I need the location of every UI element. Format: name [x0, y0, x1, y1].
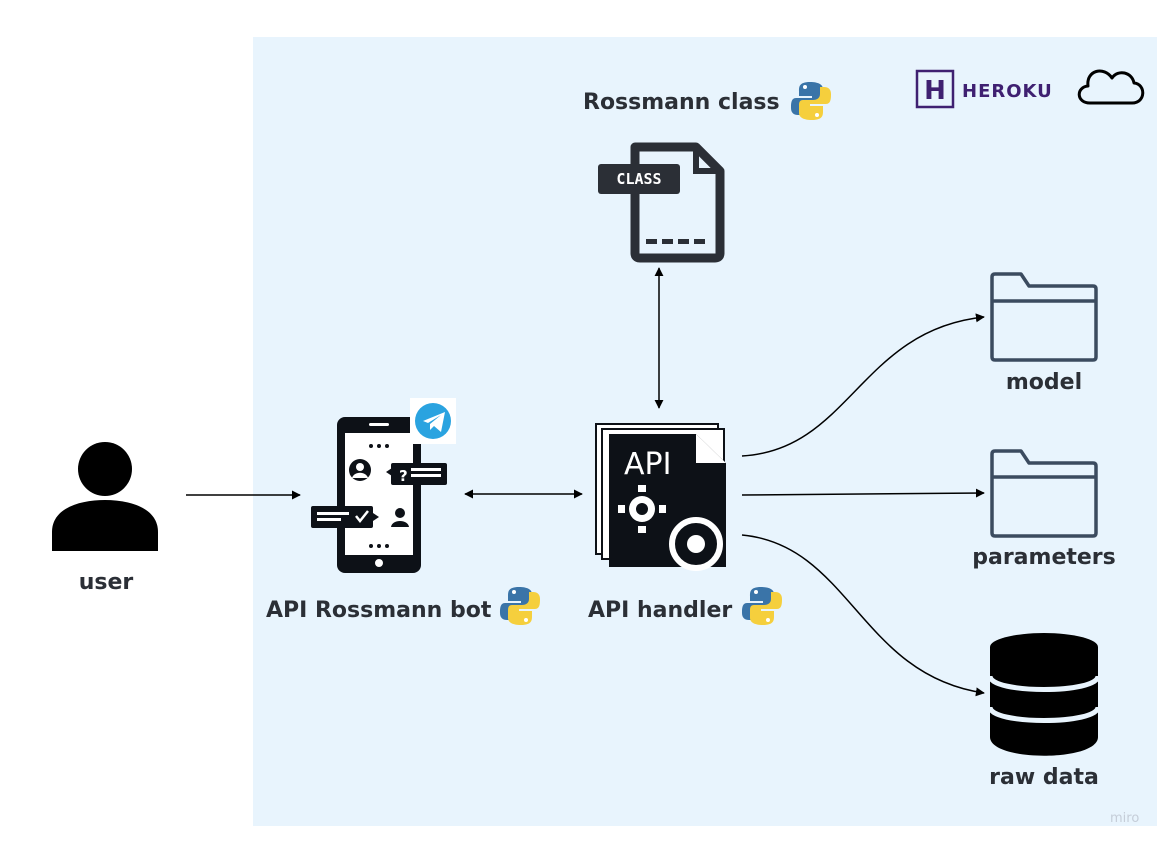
- parameters-label: parameters: [972, 545, 1116, 570]
- arrow-handler-to-parameters: [741, 488, 985, 498]
- arrow-handler-to-model: [741, 313, 985, 457]
- user-icon: [52, 442, 158, 551]
- database-icon: [987, 633, 1101, 756]
- api-handler-icon: API: [595, 423, 726, 571]
- svg-text:CLASS: CLASS: [616, 170, 661, 188]
- svg-text:H: H: [924, 76, 946, 106]
- telegram-icon: [410, 398, 456, 444]
- heroku-logo: H HEROKU: [915, 69, 1053, 109]
- class-file-icon: CLASS: [598, 142, 725, 263]
- handler-label: API handler: [588, 598, 732, 623]
- cloud-icon: [1077, 69, 1145, 105]
- model-folder-icon: [990, 272, 1098, 362]
- parameters-folder-icon: [990, 449, 1098, 538]
- svg-text:API: API: [624, 447, 671, 482]
- svg-text:?: ?: [399, 467, 408, 485]
- bot-label: API Rossmann bot: [266, 598, 492, 623]
- raw-data-label: raw data: [989, 765, 1099, 790]
- chatbot-phone-icon: ?: [311, 417, 447, 573]
- miro-watermark: miro: [1110, 811, 1139, 826]
- heroku-brand-text: HEROKU: [962, 81, 1053, 102]
- arrow-handler-to-raw-data: [741, 534, 985, 697]
- rossmann-class-label: Rossmann class: [583, 90, 780, 115]
- model-label: model: [1006, 370, 1082, 395]
- user-label: user: [79, 570, 134, 595]
